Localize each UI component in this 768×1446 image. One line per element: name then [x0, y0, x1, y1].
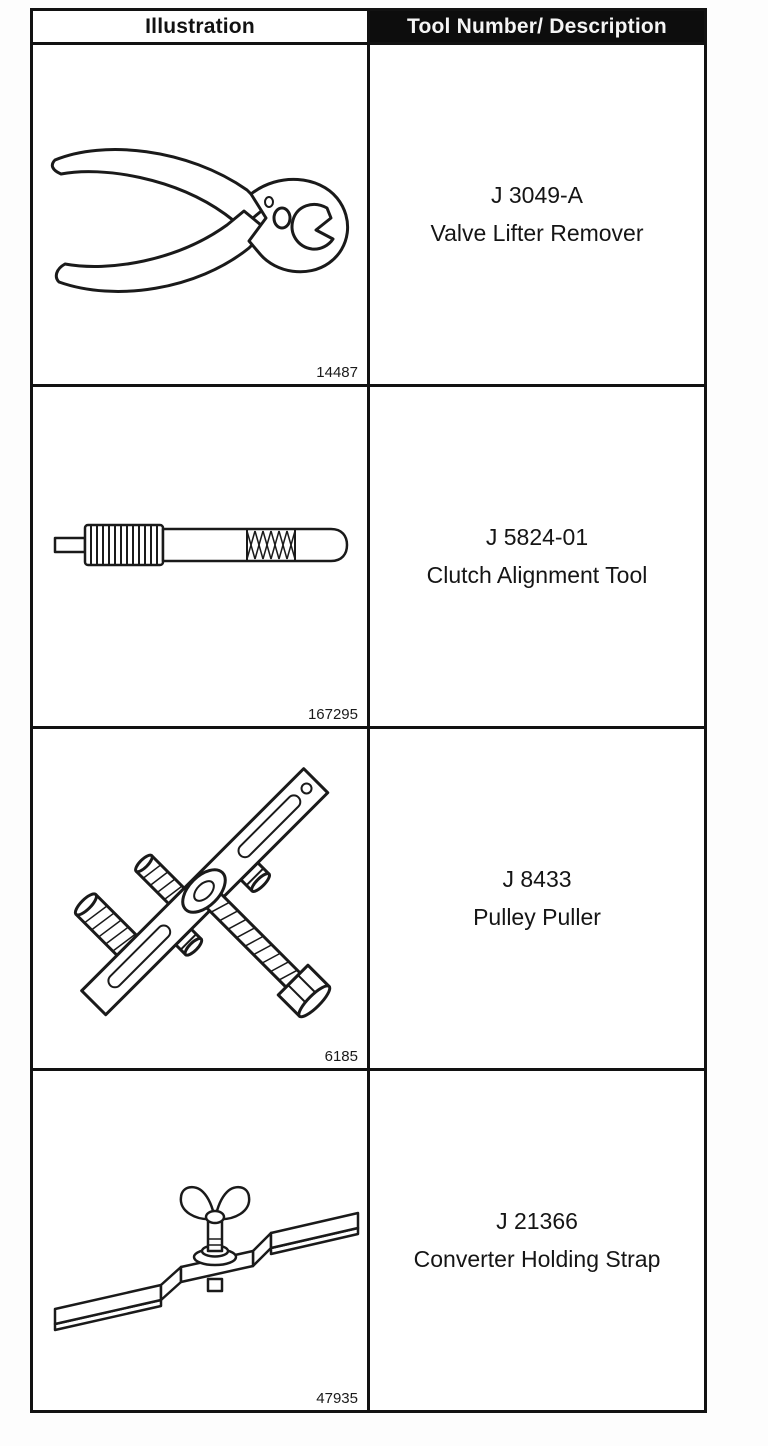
- tool-description: Valve Lifter Remover: [430, 219, 644, 246]
- tool-description: Pulley Puller: [473, 903, 601, 930]
- tool-number: J 3049-A: [490, 181, 584, 208]
- tool-number: J 21366: [496, 1207, 578, 1234]
- tool-row: 14487 J 3049-A Valve Lifter Remover: [30, 42, 707, 387]
- tool-row: 6185 J 8433 Pulley Puller: [30, 726, 707, 1071]
- tool-description: Converter Holding Strap: [413, 1245, 661, 1272]
- description-cell: J 8433 Pulley Puller: [367, 726, 707, 1071]
- illustration-cell: 167295: [30, 384, 370, 729]
- converter-holding-strap-illustration: [53, 1185, 360, 1332]
- tool-description: Clutch Alignment Tool: [426, 561, 648, 588]
- figure-number: 167295: [307, 706, 358, 723]
- illustration-cell: 47935: [30, 1068, 370, 1413]
- special-tools-table: Illustration Tool Number/ Description 14…: [30, 8, 707, 1413]
- description-cell: J 5824-01 Clutch Alignment Tool: [367, 384, 707, 729]
- illustration-cell: 14487: [30, 42, 370, 387]
- description-cell: J 21366 Converter Holding Strap: [367, 1068, 707, 1413]
- clutch-alignment-tool-illustration: [53, 523, 349, 567]
- tool-row: 47935 J 21366 Converter Holding Strap: [30, 1068, 707, 1413]
- tool-row: 167295 J 5824-01 Clutch Alignment Tool: [30, 384, 707, 729]
- description-cell: J 3049-A Valve Lifter Remover: [367, 42, 707, 387]
- figure-number: 6185: [324, 1048, 358, 1065]
- pulley-puller-illustration: [73, 767, 332, 1019]
- figure-number: 14487: [316, 364, 358, 381]
- tool-number: J 8433: [502, 865, 572, 892]
- figure-number: 47935: [316, 1390, 358, 1407]
- illustration-cell: 6185: [30, 726, 370, 1071]
- header-row: Illustration Tool Number/ Description: [30, 8, 707, 45]
- valve-lifter-remover-illustration: [50, 148, 350, 293]
- header-illustration: Illustration: [30, 8, 370, 45]
- tool-number: J 5824-01: [485, 523, 589, 550]
- header-tool-number-description: Tool Number/ Description: [367, 8, 707, 45]
